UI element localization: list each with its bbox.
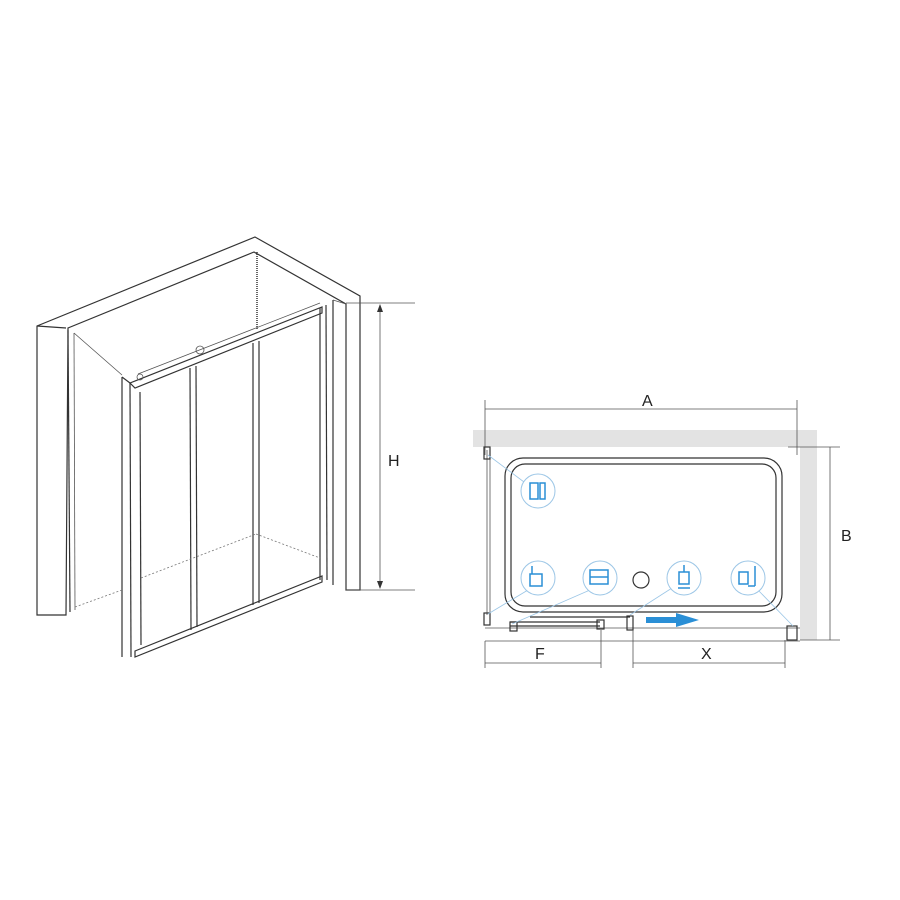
shower-tray [504, 457, 783, 613]
drain [632, 571, 650, 589]
fixed-panel-label: F [535, 646, 545, 663]
plan-view: A B [473, 393, 852, 668]
door-handle-icon [666, 560, 702, 596]
roller-icon [520, 560, 556, 596]
opening-label: X [701, 646, 712, 663]
wall-profile-icon [520, 473, 556, 509]
depth-label: B [841, 528, 852, 545]
sliding-direction-arrow [646, 613, 699, 627]
floor-dotted-line [74, 589, 123, 608]
top-rail [128, 306, 323, 389]
wall-outline [36, 236, 361, 616]
width-label: A [642, 393, 653, 410]
height-label: H [388, 453, 400, 470]
back-wall-band [473, 430, 815, 447]
fixed-profile-icon [730, 560, 766, 596]
glass-panel-icon [582, 560, 618, 596]
side-wall-band [800, 430, 817, 640]
isometric-view: H [36, 236, 415, 658]
bottom-rail [134, 575, 323, 658]
